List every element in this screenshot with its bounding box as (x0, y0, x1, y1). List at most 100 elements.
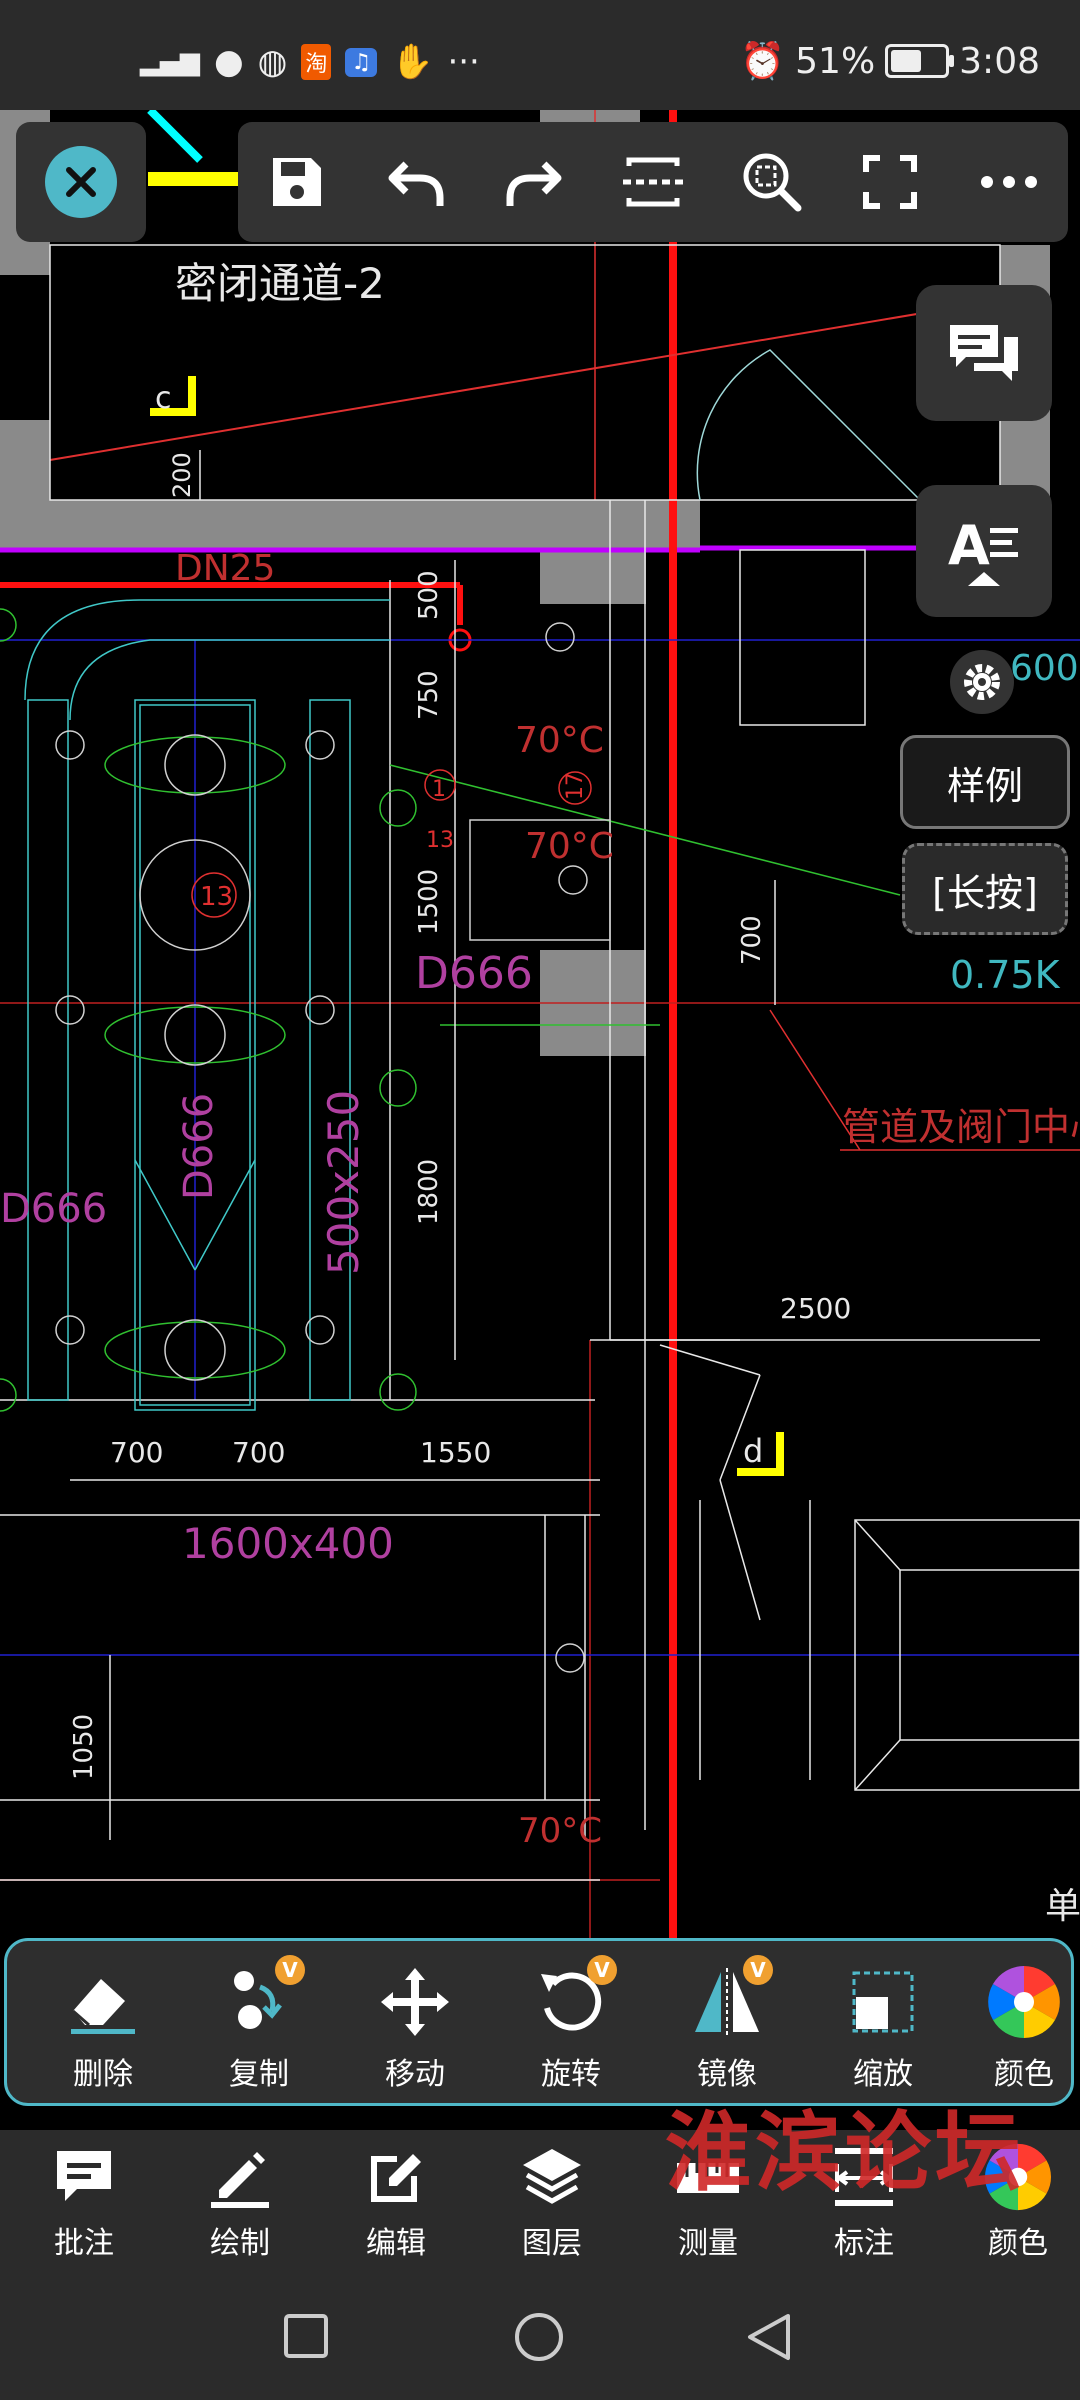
hand-icon: ✋ (391, 42, 434, 82)
nav-dimension[interactable]: 标注 (804, 2140, 924, 2270)
section-button[interactable] (613, 142, 693, 222)
nav-annotation-label: 批注 (54, 2226, 114, 2261)
nav-edit[interactable]: 编辑 (336, 2140, 456, 2270)
recents-button[interactable] (282, 2312, 330, 2360)
mirror-label: 镜像 (697, 2057, 757, 2092)
redo-button[interactable] (494, 142, 574, 222)
nav-measure-label: 测量 (678, 2226, 738, 2261)
move-tool[interactable]: 移动 (345, 1959, 485, 2099)
delete-tool[interactable]: 删除 (33, 1959, 173, 2099)
triangle-back-icon (748, 2314, 790, 2360)
comment-button[interactable] (916, 285, 1052, 421)
nav-annotation[interactable]: 批注 (24, 2140, 144, 2270)
fullscreen-icon (863, 155, 918, 209)
cad-drawing-canvas[interactable]: 密闭通道-2 DN25 c d 200 500 750 1500 700 180… (0, 110, 1080, 2130)
battery-icon (885, 44, 955, 78)
scale-tool[interactable]: 缩放 (813, 1959, 953, 2099)
dimension-icon (835, 2148, 893, 2206)
vip-badge: V (587, 1955, 617, 1985)
copy-icon (234, 1971, 282, 2029)
close-button[interactable] (45, 146, 117, 218)
section-icon (622, 157, 683, 207)
dim-1500: 1500 (414, 869, 444, 935)
edit-icon (371, 2154, 421, 2202)
home-button[interactable] (512, 2310, 566, 2364)
label-c: c (155, 381, 172, 416)
dim-1800: 1800 (414, 1159, 444, 1225)
nav-draw-label: 绘制 (210, 2226, 270, 2261)
save-button[interactable] (257, 142, 337, 222)
circle-icon (515, 2313, 563, 2361)
legend-button[interactable]: 样例 (900, 735, 1070, 829)
alarm-icon: ⏰ (740, 41, 786, 82)
caret-up-icon (968, 572, 1000, 586)
copy-tool[interactable]: V 复制 (189, 1955, 329, 2099)
pipe-note: 管道及阀门中心 (842, 1105, 1080, 1149)
dim-500: 500 (414, 570, 444, 620)
move-label: 移动 (385, 2057, 445, 2092)
system-navigation-bar (0, 2270, 1080, 2400)
label-600x: 600x (1010, 648, 1080, 689)
label-dan: 单 (1045, 1886, 1080, 1927)
rotate-label: 旋转 (541, 2057, 601, 2092)
edit-tools-panel: 删除 V 复制 移动 V 旋转 V 镜像 缩放 颜色 (4, 1938, 1074, 2106)
nav-layers[interactable]: 图层 (492, 2140, 612, 2270)
dim-700-vertical: 700 (737, 915, 767, 965)
dim-700-a: 700 (110, 1436, 163, 1469)
settings-button[interactable] (950, 650, 1014, 714)
more-button[interactable] (969, 142, 1049, 222)
nav-dimension-label: 标注 (834, 2226, 894, 2261)
draw-icon (211, 2152, 269, 2208)
nav-layers-label: 图层 (522, 2226, 582, 2261)
temp-label-1: 70°C (515, 720, 604, 761)
copy-label: 复制 (229, 2057, 289, 2092)
message-icon: ● (214, 42, 244, 82)
more-icon (980, 176, 1037, 188)
rotate-icon (541, 1972, 602, 2031)
close-icon (66, 167, 96, 197)
label-dn25: DN25 (175, 548, 275, 589)
long-press-button[interactable]: [长按] (902, 843, 1068, 935)
text-style-icon: A (948, 514, 1018, 570)
delete-label: 删除 (73, 2057, 133, 2092)
dim-200: 200 (168, 452, 196, 498)
nav-color-label: 颜色 (988, 2226, 1048, 2261)
circle-label-1: 1 (432, 777, 446, 802)
label-1600x400: 1600x400 (182, 1519, 394, 1568)
vip-badge: V (743, 1955, 773, 1985)
label-d666-b: D666 (0, 1186, 107, 1232)
taobao-icon: 淘 (301, 44, 332, 80)
dim-750: 750 (414, 670, 444, 720)
dim-1050: 1050 (69, 1714, 99, 1780)
zoom-window-button[interactable] (732, 142, 812, 222)
temp-label-3: 70°C (518, 1811, 602, 1851)
clock: 3:08 (959, 40, 1040, 82)
color-tool[interactable]: 颜色 (969, 1959, 1079, 2099)
color-label: 颜色 (994, 2057, 1054, 2092)
back-button[interactable] (744, 2312, 794, 2362)
music-icon: ♫ (345, 47, 378, 77)
nav-measure[interactable]: 测量 (648, 2140, 768, 2270)
comment-icon (950, 325, 1018, 381)
rotate-tool[interactable]: V 旋转 (501, 1955, 641, 2099)
drawing-title: 密闭通道-2 (175, 259, 385, 308)
top-toolbar (238, 122, 1068, 242)
scale-icon (852, 1971, 914, 2033)
nav-color[interactable]: 颜色 (958, 2140, 1078, 2270)
text-style-button[interactable]: A (916, 485, 1052, 617)
color-wheel-icon (988, 1966, 1060, 2038)
more-notifications: ··· (447, 42, 480, 82)
battery-percent: 51% (795, 40, 876, 82)
status-bar: ▂▄▆ ● ◍ 淘 ♫ ✋ ··· ⏰ 51% 3:08 (0, 0, 1080, 110)
circle-label-17: 17 (563, 772, 588, 800)
mirror-tool[interactable]: V 镜像 (657, 1955, 797, 2099)
square-icon (284, 2314, 328, 2358)
zoom-window-icon (743, 153, 802, 212)
undo-button[interactable] (376, 142, 456, 222)
label-d: d (743, 1432, 763, 1470)
mirror-icon (695, 1968, 759, 2036)
fullscreen-button[interactable] (850, 142, 930, 222)
nav-draw[interactable]: 绘制 (180, 2140, 300, 2270)
layers-icon (523, 2149, 581, 2204)
label-d666-c: D666 (176, 1093, 222, 1200)
